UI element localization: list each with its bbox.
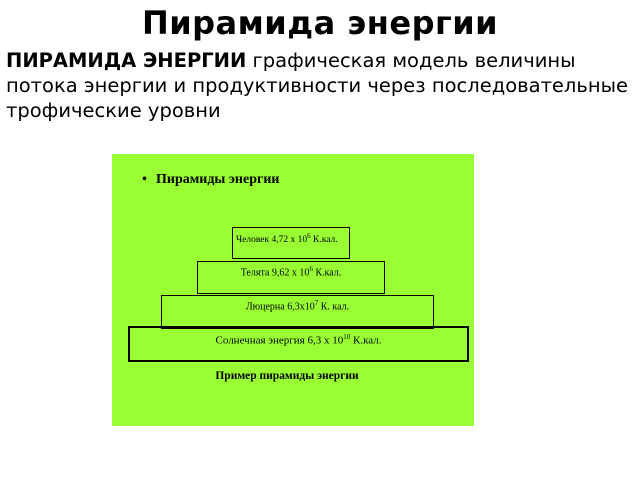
level-exponent: 7: [314, 299, 319, 307]
pyramid-caption: Пример пирамиды энергии: [215, 370, 359, 382]
pyramid-level-calves: Телята 9,62 х 106 К.кал.: [197, 261, 385, 294]
level-name: Человек 4,72 х 10: [236, 235, 308, 246]
pyramid-heading-text: Пирамиды энергии: [156, 172, 280, 187]
level-unit: К.кал.: [315, 267, 342, 279]
definition-paragraph: ПИРАМИДА ЭНЕРГИИ графическая модель вели…: [6, 48, 636, 123]
energy-pyramid-image: •Пирамиды энергии Человек 4,72 х 106 К.к…: [112, 154, 474, 426]
level-unit: К. кал.: [320, 301, 350, 313]
level-exponent: 6: [309, 265, 313, 273]
level-exponent: 6: [307, 232, 311, 240]
pyramid-level-solar: Солнечная энергия 6,3 х 1010 К.кал.: [128, 326, 469, 362]
level-unit: К.кал.: [353, 334, 382, 347]
definition-text: графическая модель величины потока энерг…: [6, 49, 629, 122]
level-name: Солнечная энергия 6,3 х 10: [215, 334, 344, 347]
page-title: Пирамида энергии: [141, 4, 499, 42]
pyramid-heading: • Пирамиды энергии: [142, 172, 279, 188]
pyramid-level-human: Человек 4,72 х 106 К.кал.: [232, 227, 350, 259]
pyramid-level-alfalfa: Люцерна 6,3х107 К. кал.: [161, 295, 434, 329]
definition-term: ПИРАМИДА ЭНЕРГИИ: [6, 49, 247, 72]
level-exponent: 10: [343, 333, 351, 341]
level-name: Телята 9,62 х 10: [240, 267, 310, 279]
bullet-icon: •: [142, 172, 147, 187]
level-unit: К.кал.: [313, 235, 338, 246]
level-name: Люцерна 6,3х10: [245, 301, 315, 313]
